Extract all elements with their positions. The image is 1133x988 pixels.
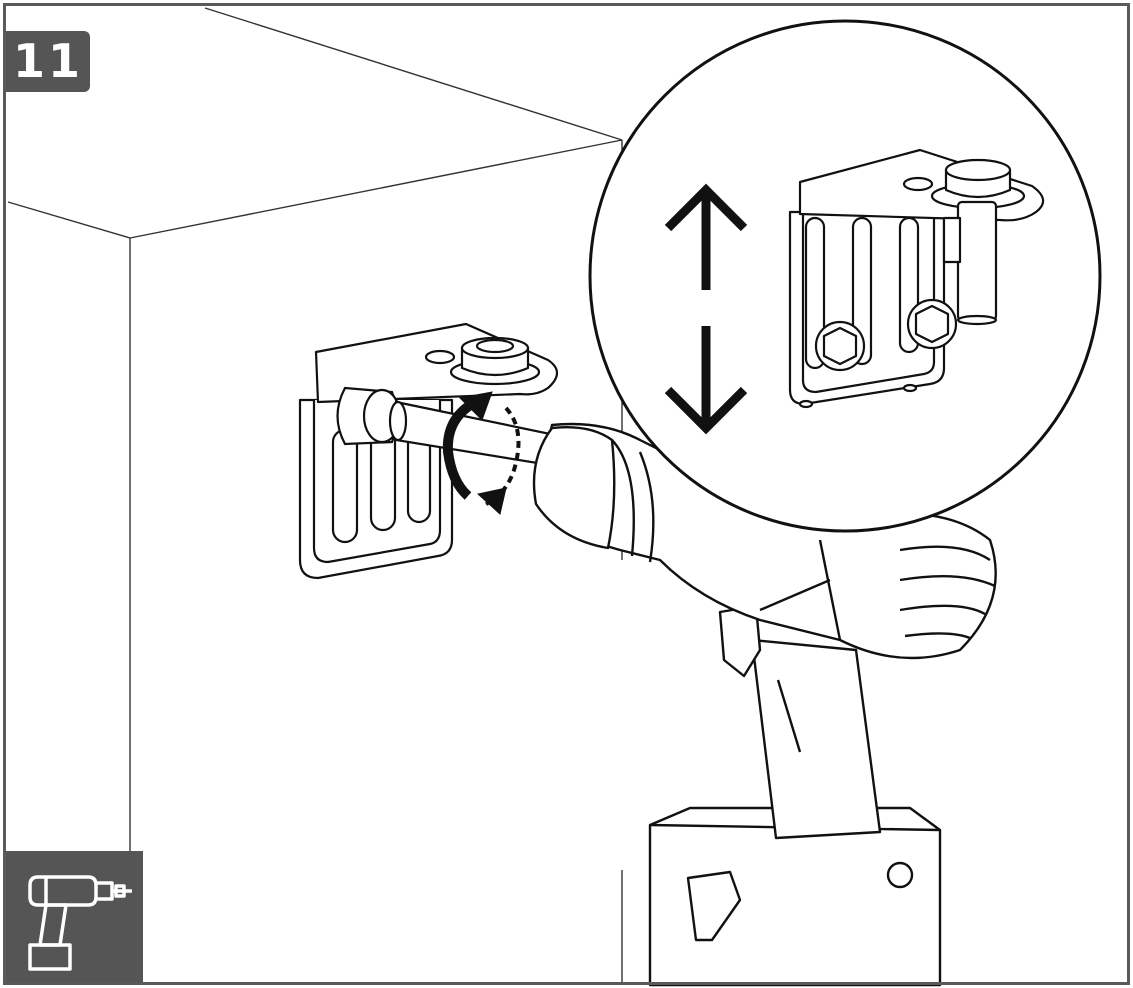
- rotate-arrows-icon: [442, 391, 521, 515]
- bolt-right: [906, 298, 958, 350]
- bolt-left: [814, 320, 866, 372]
- drill: [532, 422, 997, 987]
- arrow-up-icon: [664, 183, 748, 290]
- bracket-main: [298, 322, 559, 580]
- step-number: 11: [12, 34, 83, 88]
- step-number-badge: 11: [6, 31, 90, 92]
- tool-badge: [6, 851, 143, 982]
- bracket-detail: [788, 148, 1045, 409]
- arrow-down-icon: [664, 326, 748, 435]
- cordless-drill-icon: [28, 875, 132, 971]
